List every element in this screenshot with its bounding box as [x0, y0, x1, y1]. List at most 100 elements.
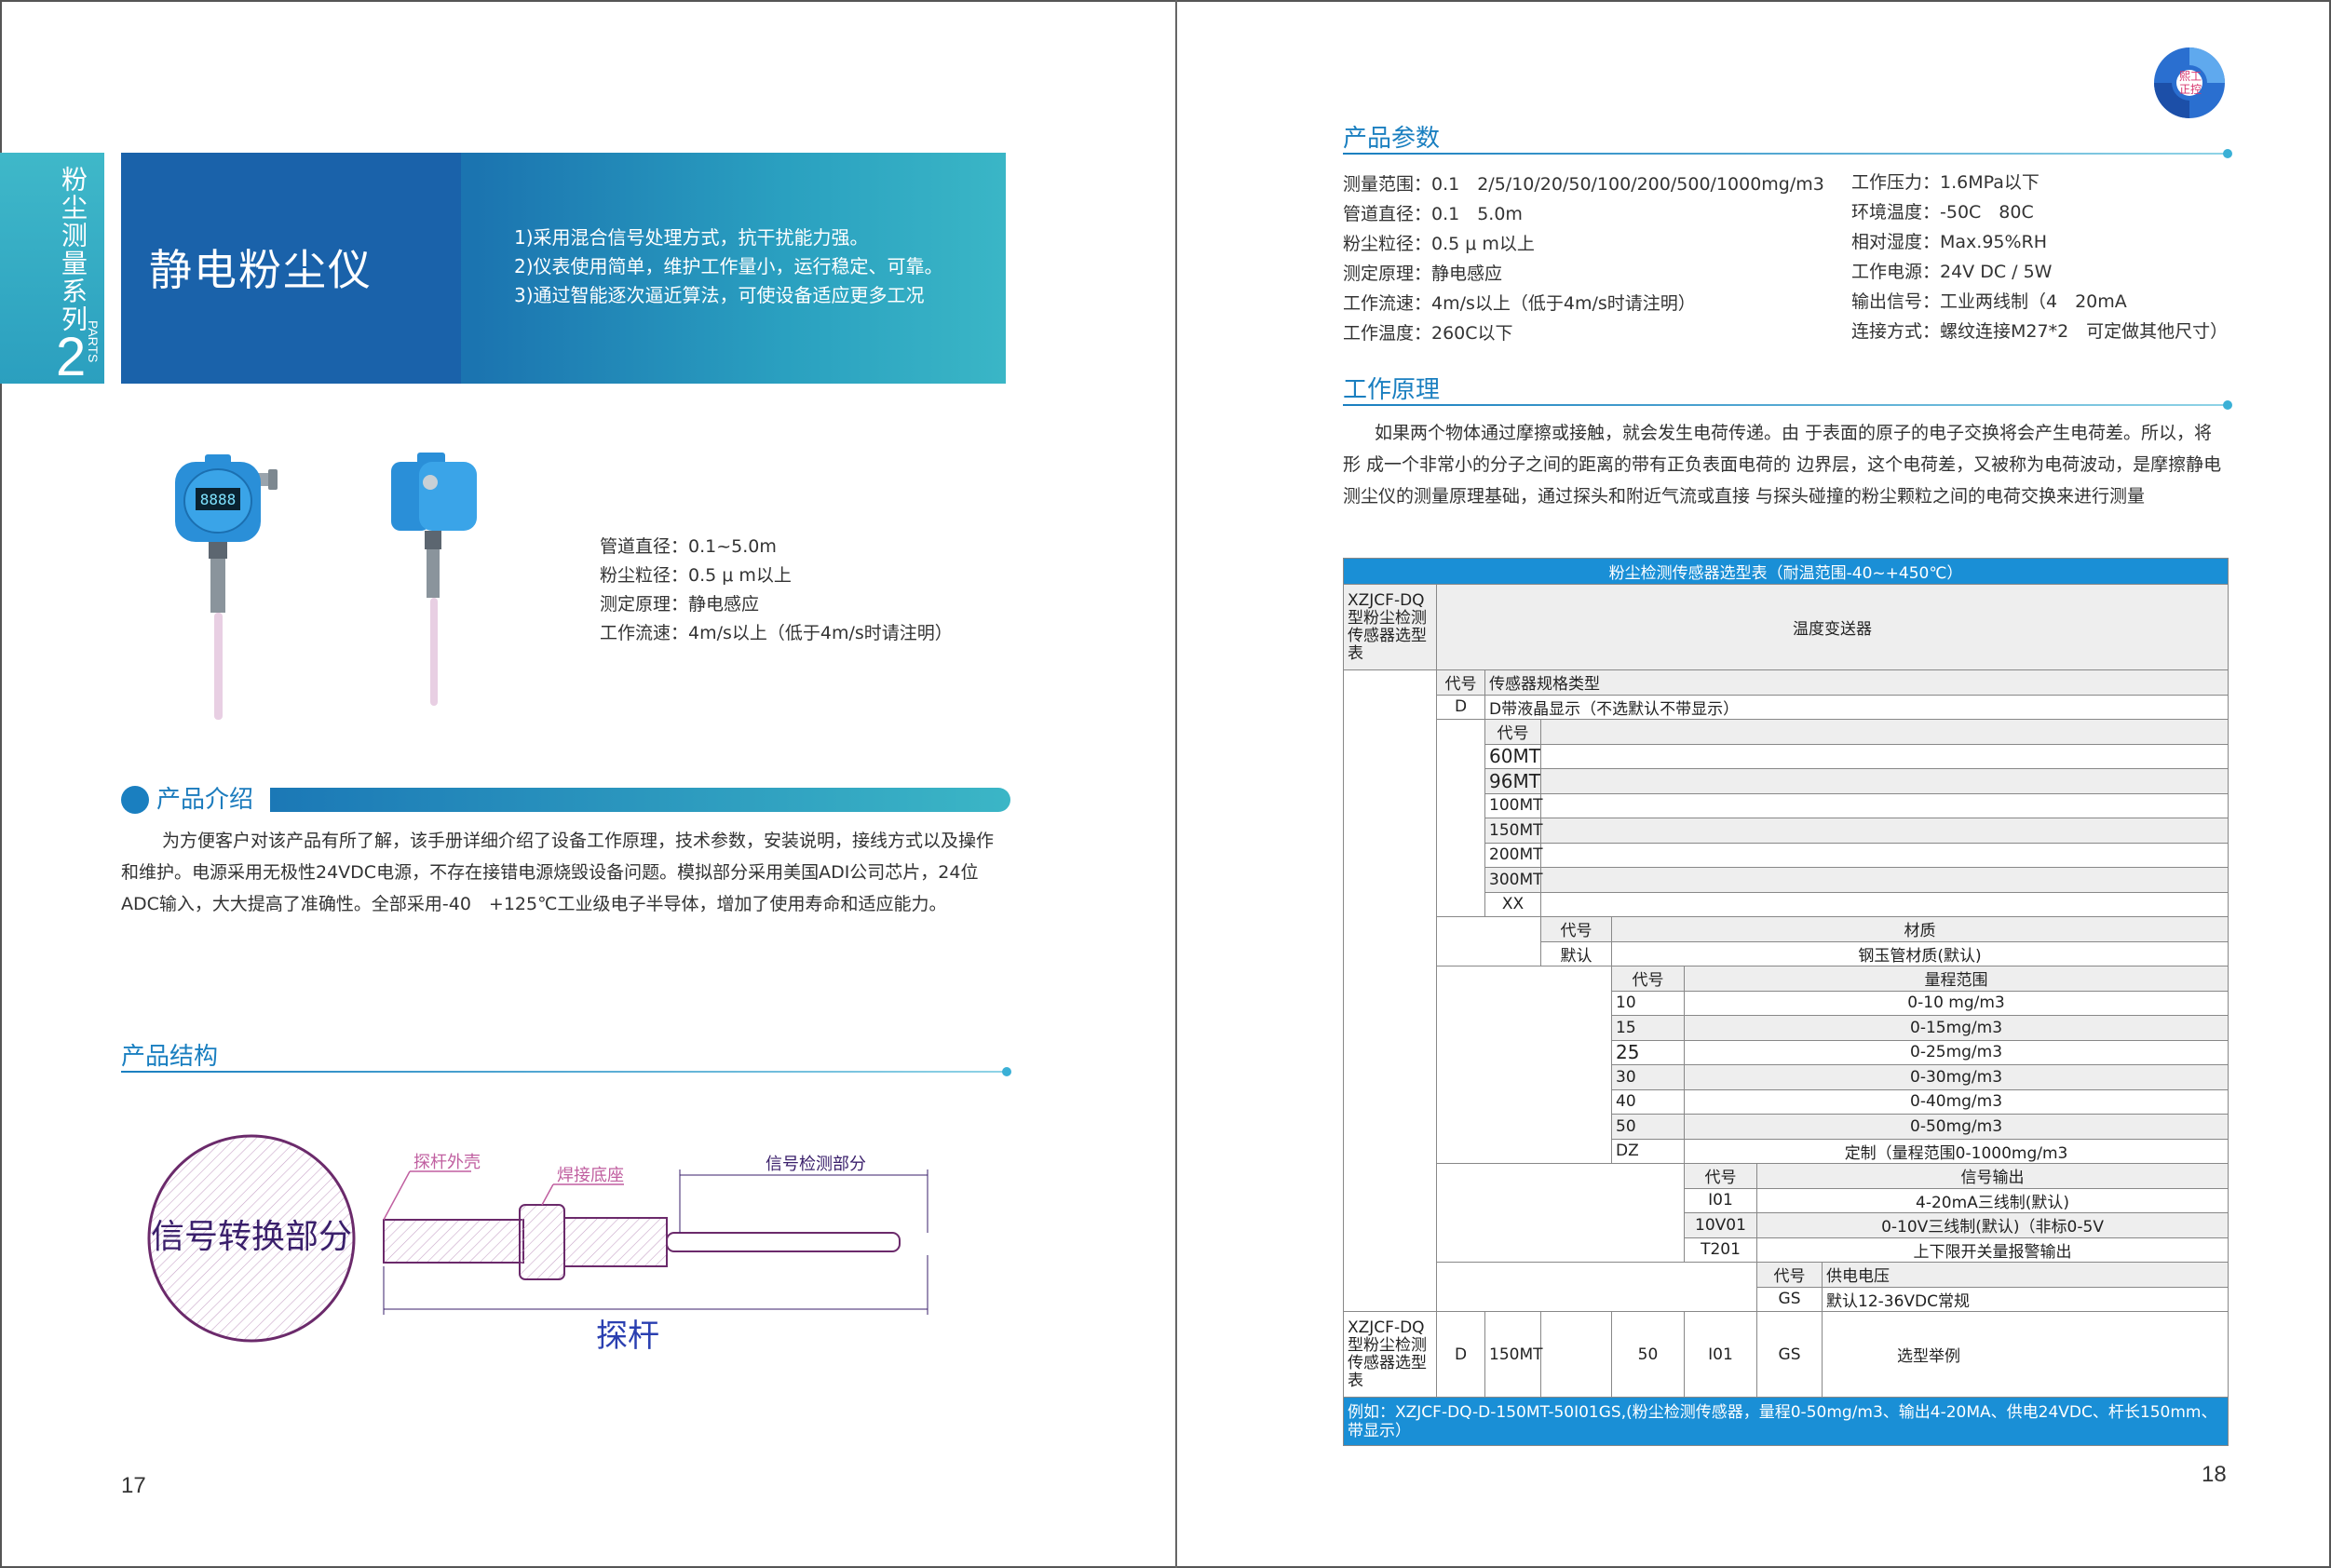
table-range-code: 15 [1611, 1015, 1685, 1041]
param-item: 输出信号：工业两线制（4 20mA [1851, 291, 2127, 312]
company-logo: 熙工 正控 [2154, 47, 2225, 118]
table-length-code: 60MT [1484, 743, 1541, 769]
param-item: 工作压力：1.6MPa以下 [1851, 172, 2040, 193]
table-power-code: GS [1756, 1286, 1823, 1312]
label-weld-base: 焊接底座 [557, 1166, 624, 1185]
table-power-code-label: 代号 [1756, 1262, 1823, 1288]
table-example-cell: 150MT [1484, 1311, 1543, 1398]
intro-dot [121, 786, 149, 814]
table-length-code: 300MT [1484, 867, 1543, 893]
table-output-code: 10V01 [1684, 1212, 1757, 1238]
table-range-code: 25 [1611, 1039, 1685, 1065]
table-spacer [1343, 669, 1437, 1312]
spec-item: 工作流速：4m/s以上（低于4m/s时请注明） [600, 623, 953, 643]
table-code-label: 代号 [1436, 669, 1485, 696]
params-title-line [1343, 153, 2228, 155]
structure-diagram: 信号转换部分 探杆外壳 焊接底座 信号检测部分 探杆 [147, 1134, 928, 1355]
table-range-desc: 0-15mg/m3 [1683, 1015, 2229, 1041]
table-display-code: D [1436, 694, 1485, 720]
table-header: 粉尘检测传感器选型表（耐温范围-40~+450℃） [1342, 558, 2229, 585]
param-item: 环境温度：-50C 80C [1851, 202, 2034, 223]
feature-item: 2)仪表使用简单，维护工作量小，运行稳定、可靠。 [514, 255, 943, 277]
table-material-desc: 钢玉管材质(默认) [1610, 940, 2229, 966]
page-number-left: 17 [121, 1473, 146, 1498]
table-material-code-label: 代号 [1540, 916, 1612, 942]
param-item: 测定原理：静电感应 [1343, 264, 1503, 284]
param-item: 工作电源：24V DC / 5W [1851, 262, 2053, 282]
table-range-code-label: 代号 [1611, 966, 1685, 992]
params-title: 产品参数 [1343, 125, 1441, 153]
logo-text-bottom: 正控 [2179, 83, 2202, 96]
principle-title-line [1343, 404, 2228, 406]
table-example-cell: D [1436, 1311, 1485, 1398]
device-side-image [391, 453, 477, 706]
table-example-label: 选型举例 [1821, 1311, 2229, 1398]
structure-title: 产品结构 [121, 1043, 219, 1071]
device-front-image: 8888 [175, 454, 278, 720]
label-signal-converter: 信号转换部分 [151, 1218, 352, 1256]
params-left-column: 测量范围：0.1 2/5/10/20/50/100/200/500/1000mg… [1343, 169, 1824, 348]
series-label: 粉尘测量系列 [58, 166, 88, 333]
param-item: 测量范围：0.1 2/5/10/20/50/100/200/500/1000mg… [1343, 174, 1824, 195]
title-banner-dark-block [121, 153, 461, 384]
series-parts: PARTS [86, 320, 101, 363]
table-example-cell: 50 [1611, 1311, 1685, 1398]
table-range-desc: 0-10 mg/m3 [1683, 990, 2229, 1016]
table-range-code: 30 [1611, 1064, 1685, 1090]
table-range-label: 量程范围 [1683, 966, 2229, 992]
intro-band [270, 788, 1010, 812]
table-length-code-label: 代号 [1484, 719, 1541, 745]
spec-item: 测定原理：静电感应 [600, 594, 760, 615]
table-output-desc: 0-10V三线制(默认)（非标0-5V [1755, 1212, 2229, 1238]
table-material-code: 默认 [1540, 940, 1612, 966]
params-right-column: 工作压力：1.6MPa以下 环境温度：-50C 80C 相对湿度：Max.95%… [1851, 168, 2228, 346]
product-title: 静电粉尘仪 [149, 245, 373, 295]
feature-item: 1)采用混合信号处理方式，抗干扰能力强。 [514, 226, 869, 249]
logo-text-top: 熙工 [2179, 70, 2202, 83]
table-sensor-type-label: 传感器规格类型 [1484, 669, 2229, 696]
table-length-code: 100MT [1484, 792, 1543, 818]
table-range-code: 50 [1611, 1114, 1685, 1140]
table-display-desc: D带液晶显示（不选默认不带显示） [1484, 694, 2229, 720]
param-item: 工作温度：260C以下 [1343, 323, 1513, 344]
signal-converter-circle [147, 1134, 356, 1343]
label-probe: 探杆 [596, 1318, 659, 1355]
series-number: 2 [56, 327, 87, 387]
table-example-cell: I01 [1684, 1311, 1757, 1398]
intro-paragraph: 为方便客户对该产品有所了解，该手册详细介绍了设备工作原理，技术参数，安装说明，接… [121, 831, 995, 914]
series-tab [0, 153, 104, 384]
principle-title-dot [2223, 400, 2232, 410]
param-item: 连接方式：螺纹连接M27*2 可定做其他尺寸） [1851, 321, 2229, 342]
spec-item: 粉尘粒径：0.5 μ m以上 [600, 565, 792, 586]
table-length-code: XX [1484, 891, 1541, 917]
table-range-code: 10 [1611, 990, 1685, 1016]
page-number-right: 18 [2202, 1462, 2227, 1487]
label-signal-detect: 信号检测部分 [766, 1155, 866, 1174]
param-item: 工作流速：4m/s以上（低于4m/s时请注明） [1343, 293, 1696, 314]
table-material-label: 材质 [1610, 916, 2229, 942]
table-range-desc: 0-50mg/m3 [1683, 1114, 2229, 1140]
table-output-code: I01 [1684, 1187, 1757, 1213]
intro-heading-bar: 产品介绍 [121, 784, 1010, 816]
table-footer-example: 例如：XZJCF-DQ-D-150MT-50I01GS,(粉尘检测传感器，量程0… [1342, 1397, 2229, 1446]
table-example-cell: GS [1756, 1311, 1823, 1398]
label-probe-shell: 探杆外壳 [413, 1153, 481, 1172]
principle-title: 工作原理 [1343, 376, 1441, 404]
sensing-rod-shape [666, 1232, 901, 1252]
page-spine [1175, 0, 1177, 1568]
probe-shell-shape [383, 1219, 524, 1264]
table-length-code: 150MT [1484, 818, 1543, 844]
structure-title-line [121, 1071, 1006, 1073]
table-range-code: DZ [1611, 1138, 1685, 1164]
table-model-desc: 温度变送器 [1435, 584, 2229, 670]
table-output-label: 信号输出 [1755, 1163, 2229, 1189]
table-model-label: XZJCF-DQ型粉尘检测传感器选型表 [1343, 584, 1437, 670]
quick-specs: 管道直径：0.1~5.0m 粉尘粒径：0.5 μ m以上 测定原理：静电感应 工… [600, 533, 953, 648]
table-output-desc: 4-20mA三线制(默认) [1755, 1187, 2229, 1213]
device-display-reading: 8888 [200, 491, 237, 508]
spec-item: 管道直径：0.1~5.0m [600, 536, 777, 557]
table-length-code: 200MT [1484, 842, 1543, 868]
params-title-dot [2223, 149, 2232, 158]
table-power-label: 供电电压 [1821, 1262, 2229, 1288]
